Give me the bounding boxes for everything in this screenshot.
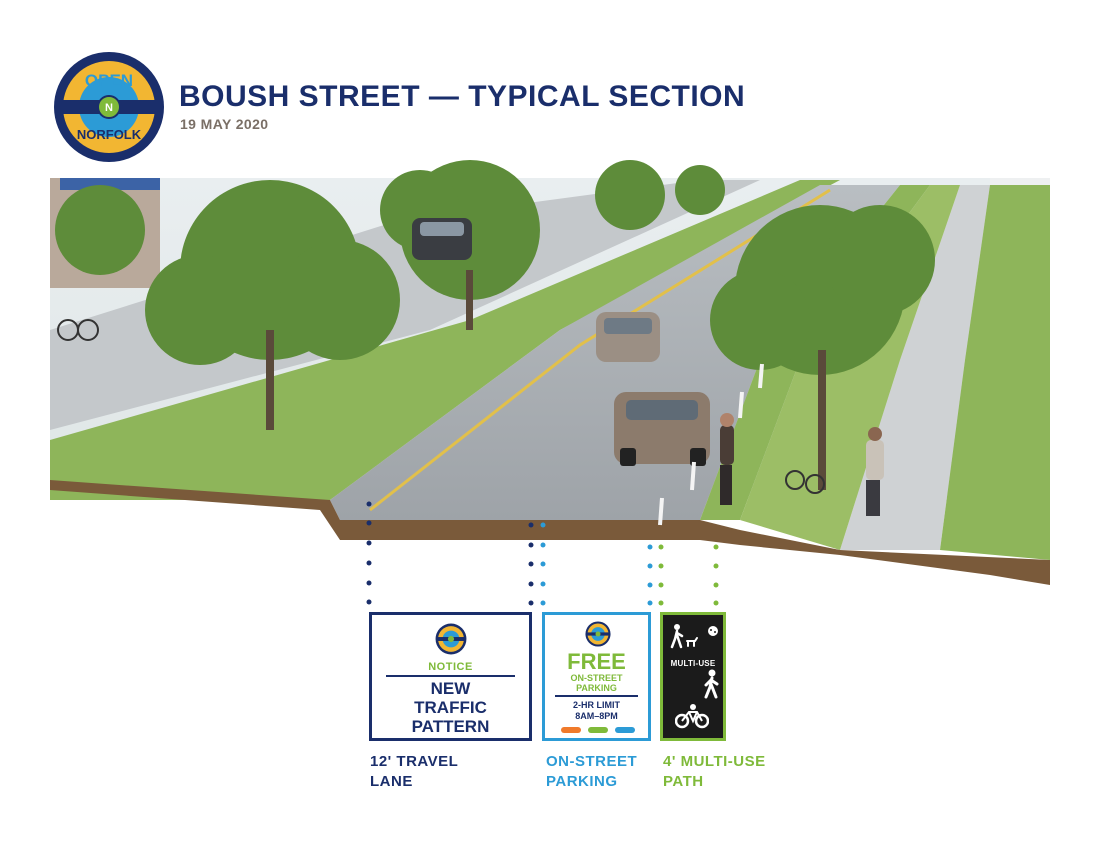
multiuse-sign: MULTI-USE <box>660 612 726 741</box>
multiuse-label: MULTI-USE <box>670 659 716 668</box>
soil-section <box>50 480 1050 585</box>
median-grass <box>50 180 840 500</box>
parking-limit-hours: 8AM–8PM <box>575 711 618 721</box>
page-date: 19 MAY 2020 <box>180 116 269 132</box>
connector-parking <box>540 522 653 606</box>
pedestrian-with-dog-icon <box>670 624 698 649</box>
logo-word-open: OPEN <box>85 71 133 90</box>
label-travel-lane: 12' TRAVEL LANE <box>370 752 458 792</box>
parking-free: FREE <box>567 649 626 674</box>
tree-trunks <box>266 270 826 490</box>
pedestrian-icon <box>704 669 719 699</box>
open-norfolk-logo-small <box>435 623 467 655</box>
logo-letter-n: N <box>105 102 113 114</box>
parking-rule <box>555 695 638 697</box>
label-multi-use-path: 4' MULTI-USE PATH <box>663 752 766 792</box>
skateboard-icon <box>708 626 718 636</box>
open-norfolk-logo-small <box>585 621 611 647</box>
people <box>57 319 884 516</box>
label-travel-line-2: LANE <box>370 773 413 790</box>
car-icon-blue <box>615 727 635 733</box>
open-norfolk-logo: N OPEN NORFOLK <box>54 52 164 162</box>
parking-subtitle-line-1: ON-STREET <box>570 673 623 683</box>
right-grass <box>940 185 1050 560</box>
car-middle <box>596 312 660 362</box>
logo-word-norfolk: NORFOLK <box>77 127 142 142</box>
awning-blue <box>60 178 160 190</box>
notice-line-2: TRAFFIC <box>414 698 487 717</box>
parking-sign: FREE ON-STREET PARKING 2-HR LIMIT 8AM–8P… <box>542 612 651 741</box>
car-icons <box>561 727 635 733</box>
label-travel-line-1: 12' TRAVEL <box>370 753 459 770</box>
car-icon-green <box>588 727 608 733</box>
trees <box>55 160 935 375</box>
bollards <box>658 363 764 526</box>
car-near <box>614 392 710 466</box>
yellow-center-line <box>369 188 831 512</box>
label-parking-line-1: ON-STREET <box>546 753 638 770</box>
notice-sign: NOTICE NEW TRAFFIC PATTERN <box>369 612 532 741</box>
parking-subtitle-line-2: PARKING <box>576 683 617 693</box>
far-roadway <box>50 180 760 430</box>
notice-word: NOTICE <box>428 661 473 673</box>
label-multi-line-1: 4' MULTI-USE <box>663 753 766 770</box>
notice-line-1: NEW <box>430 679 471 698</box>
notice-message: NEW TRAFFIC PATTERN <box>372 679 529 736</box>
label-multi-line-2: PATH <box>663 773 704 790</box>
notice-line-3: PATTERN <box>411 717 490 736</box>
label-on-street-parking: ON-STREET PARKING <box>546 752 637 792</box>
page-title: BOUSH STREET — TYPICAL SECTION <box>179 80 746 113</box>
notice-rule <box>386 675 515 677</box>
parking-limit: 2-HR LIMIT 8AM–8PM <box>545 700 648 722</box>
car-icon-orange <box>561 727 581 733</box>
parking-limit-duration: 2-HR LIMIT <box>573 700 620 710</box>
connector-multiuse <box>658 544 719 606</box>
bicycle-icon <box>675 704 709 729</box>
car-far <box>412 218 472 260</box>
label-parking-line-2: PARKING <box>546 773 618 790</box>
connector-travel-lane <box>366 501 534 606</box>
parking-subtitle: ON-STREET PARKING <box>545 673 648 693</box>
buffer-strip <box>700 185 930 520</box>
